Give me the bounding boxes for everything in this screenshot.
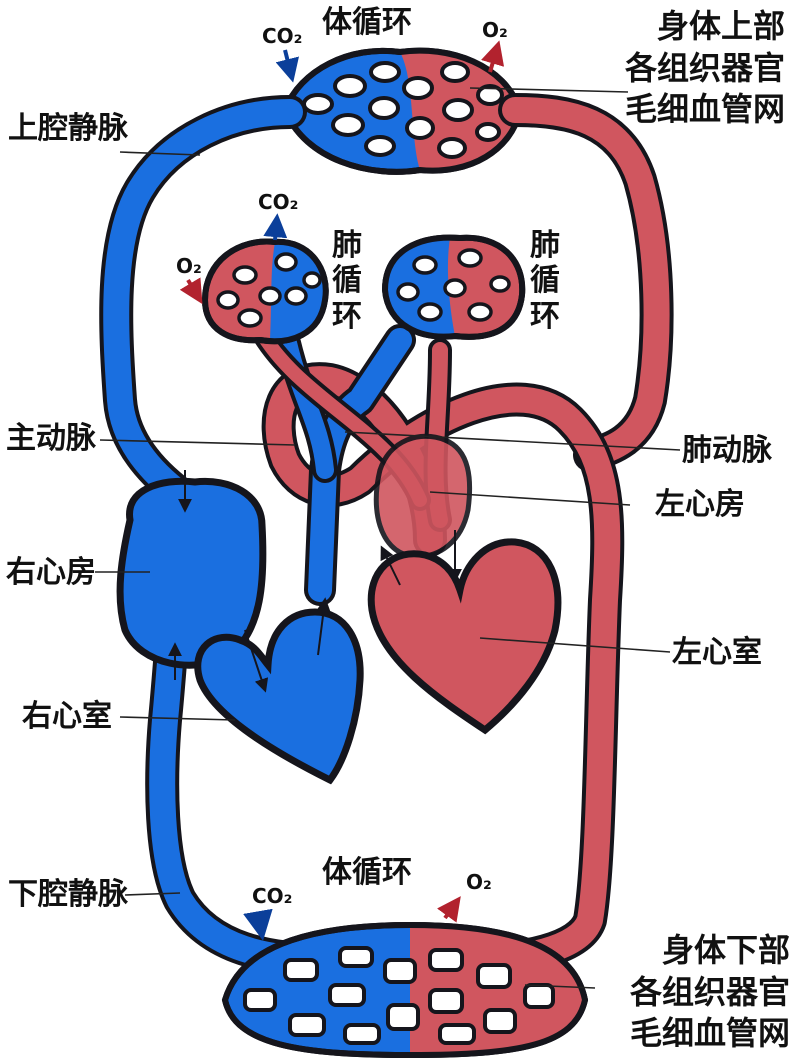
co2-lung-arrow bbox=[263, 213, 288, 241]
right-ventricle-label: 右心室 bbox=[22, 699, 112, 734]
inferior-vena-cava-label: 下腔静脉 bbox=[8, 877, 128, 912]
pulmonary-left-char-1: 肺 bbox=[332, 228, 362, 263]
co2-bottom-label: CO₂ bbox=[252, 884, 293, 908]
left-ventricle-label: 左心室 bbox=[672, 635, 762, 670]
leader-lines bbox=[95, 87, 681, 989]
flow-arrows bbox=[168, 470, 462, 693]
o2-lung-arrow bbox=[179, 277, 203, 305]
left-lung-capillary-network bbox=[201, 238, 329, 345]
right-atrium-label: 右心房 bbox=[6, 555, 96, 590]
left-atrium-label: 左心房 bbox=[655, 487, 745, 522]
left-ventricle bbox=[367, 538, 562, 735]
upper-body-region-label: 身体上部 各组织器官 毛细血管网 bbox=[620, 6, 785, 131]
co2-lung-label: CO₂ bbox=[258, 190, 299, 214]
o2-top-arrow bbox=[481, 40, 505, 73]
pulmonary-right-char-1: 肺 bbox=[530, 228, 560, 263]
pulmonary-right-char-3: 环 bbox=[530, 298, 560, 334]
o2-bottom-label: O₂ bbox=[466, 870, 492, 894]
o2-bottom-arrow bbox=[437, 896, 461, 923]
pulmonary-right-char-2: 循 bbox=[530, 263, 560, 299]
right-lung-capillary-network bbox=[381, 234, 526, 340]
o2-top-label: O₂ bbox=[482, 18, 508, 42]
pulmonary-circulation-label-right: 肺 循 环 bbox=[530, 228, 560, 334]
systemic-circulation-label-bottom: 体循环 bbox=[322, 855, 412, 890]
co2-top-label: CO₂ bbox=[262, 24, 303, 48]
upper-region-line-1: 身体上部 bbox=[656, 7, 785, 45]
lower-region-line-2: 各组织器官 bbox=[629, 972, 790, 1011]
upper-region-line-3: 毛细血管网 bbox=[624, 90, 785, 129]
systemic-circulation-label-top: 体循环 bbox=[322, 5, 412, 40]
aorta-label: 主动脉 bbox=[6, 421, 96, 456]
co2-bottom-arrow bbox=[243, 908, 273, 941]
lower-body-capillary-network bbox=[221, 921, 589, 1059]
pulmonary-left-char-3: 环 bbox=[332, 298, 362, 334]
lower-body-region-label: 身体下部 各组织器官 毛细血管网 bbox=[595, 930, 790, 1055]
upper-body-capillary-network bbox=[281, 47, 524, 175]
upper-region-line-2: 各组织器官 bbox=[624, 48, 785, 87]
lower-region-line-1: 身体下部 bbox=[661, 931, 790, 969]
lower-region-line-3: 毛细血管网 bbox=[629, 1014, 790, 1053]
o2-lung-label: O₂ bbox=[176, 254, 202, 278]
pulmonary-circulation-label-left: 肺 循 环 bbox=[332, 228, 362, 334]
right-ventricle bbox=[194, 608, 364, 785]
superior-vena-cava-label: 上腔静脉 bbox=[8, 111, 128, 146]
co2-top-arrow bbox=[275, 49, 299, 83]
right-atrium bbox=[116, 477, 267, 669]
pulmonary-left-char-2: 循 bbox=[332, 263, 362, 299]
pulmonary-artery-label: 肺动脉 bbox=[682, 433, 772, 468]
